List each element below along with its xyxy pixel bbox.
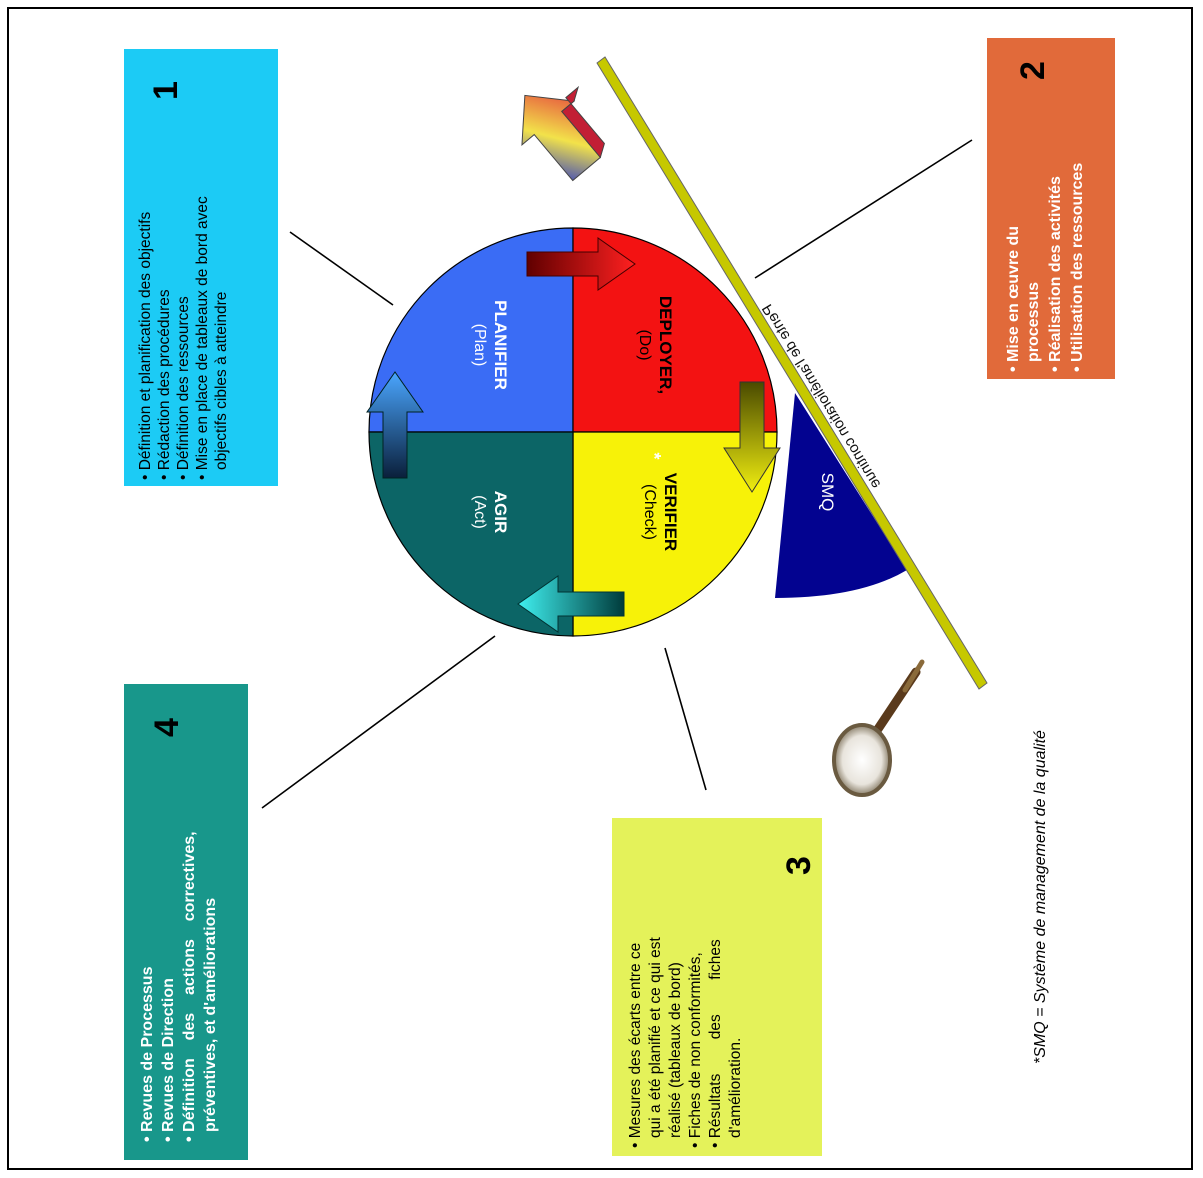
arrow-do-to-check-icon — [723, 381, 781, 493]
slope-bar — [596, 56, 988, 690]
smq-label: SMQ — [818, 473, 837, 512]
box4-number: 4 — [148, 718, 186, 737]
quadrant-check — [572, 431, 778, 637]
box2-line-2: processus — [1025, 282, 1042, 362]
quadrant-act — [368, 431, 574, 637]
plan-sub: (Plan) — [471, 324, 488, 367]
check-label: VERIFIER — [661, 473, 680, 551]
box4-line-2: • Revues de Direction — [160, 978, 177, 1142]
box1-line-4: • Mise en place de tableaux de bord avec — [194, 196, 211, 480]
quadrant-do — [572, 227, 778, 433]
magnifying-glass-icon — [832, 659, 925, 797]
box3-number: 3 — [780, 856, 818, 875]
box-act-details: • Revues de Processus • Revues de Direct… — [124, 684, 248, 1160]
arrow-check-to-act-icon — [517, 575, 625, 633]
box2-line-3: • Réalisation des activités — [1047, 176, 1064, 372]
box3-line-1: • Mesures des écarts entre ce — [627, 943, 644, 1148]
box4-line-4: préventives, et d'améliorations — [202, 898, 219, 1132]
smq-wedge — [775, 393, 907, 598]
check-star: * — [644, 452, 664, 459]
box3-line-6: d'amélioration. — [727, 1038, 744, 1138]
box1-line-2: • Rédaction des procédures — [156, 289, 173, 480]
box3-line-5: • Résultats des fiches — [707, 939, 724, 1148]
connector-line-3 — [664, 647, 707, 791]
check-sub: (Check) — [641, 484, 658, 540]
do-sub: (Do) — [636, 329, 653, 360]
box4-line-3: • Définition des actions correctives, — [181, 831, 198, 1142]
box4-line-1: • Revues de Processus — [139, 966, 156, 1142]
box-plan-details: • Définition et planification des object… — [124, 49, 278, 486]
quadrant-plan — [368, 227, 574, 433]
box3-line-2: qui a été planifié et ce qui est — [647, 937, 664, 1138]
box1-number: 1 — [147, 81, 185, 100]
pdca-diagram: SMQ PLANIFIER (Plan) DEPLOYER, (Do) VERI… — [124, 38, 1115, 1160]
footnote: *SMQ = Système de management de la quali… — [1032, 730, 1049, 1064]
plan-label: PLANIFIER — [491, 300, 510, 390]
arrow-act-to-plan-icon — [366, 371, 424, 479]
box2-line-1: • Mise en œuvre du — [1005, 226, 1022, 372]
box2-line-4: • Utilisation des ressources — [1069, 163, 1086, 372]
box3-line-3: réalisé (tableaux de bord) — [667, 962, 684, 1138]
box2-number: 2 — [1014, 61, 1052, 80]
box1-line-5: objectifs cibles à atteindre — [213, 292, 230, 470]
act-label: AGIR — [491, 491, 510, 534]
do-label: DEPLOYER, — [656, 296, 675, 394]
arrow-up-right-icon — [521, 85, 605, 182]
connector-line-4 — [261, 635, 496, 809]
arrow-plan-to-do-icon — [526, 237, 636, 291]
box3-line-4: • Fiches de non conformités, — [687, 952, 704, 1148]
act-sub: (Act) — [471, 495, 488, 529]
pdca-wheel: PLANIFIER (Plan) DEPLOYER, (Do) VERIFIER… — [366, 227, 781, 637]
diagram-frame: SMQ PLANIFIER (Plan) DEPLOYER, (Do) VERI… — [7, 7, 1193, 1170]
connector-line-1 — [289, 231, 394, 306]
box1-line-1: • Définition et planification des object… — [137, 212, 154, 480]
connector-line-2 — [754, 139, 973, 279]
box-do-details: • Mise en œuvre du processus • Réalisati… — [987, 38, 1115, 379]
box-check-details: • Mesures des écarts entre ce qui a été … — [612, 818, 822, 1156]
box1-line-3: • Définition des ressources — [175, 296, 192, 480]
